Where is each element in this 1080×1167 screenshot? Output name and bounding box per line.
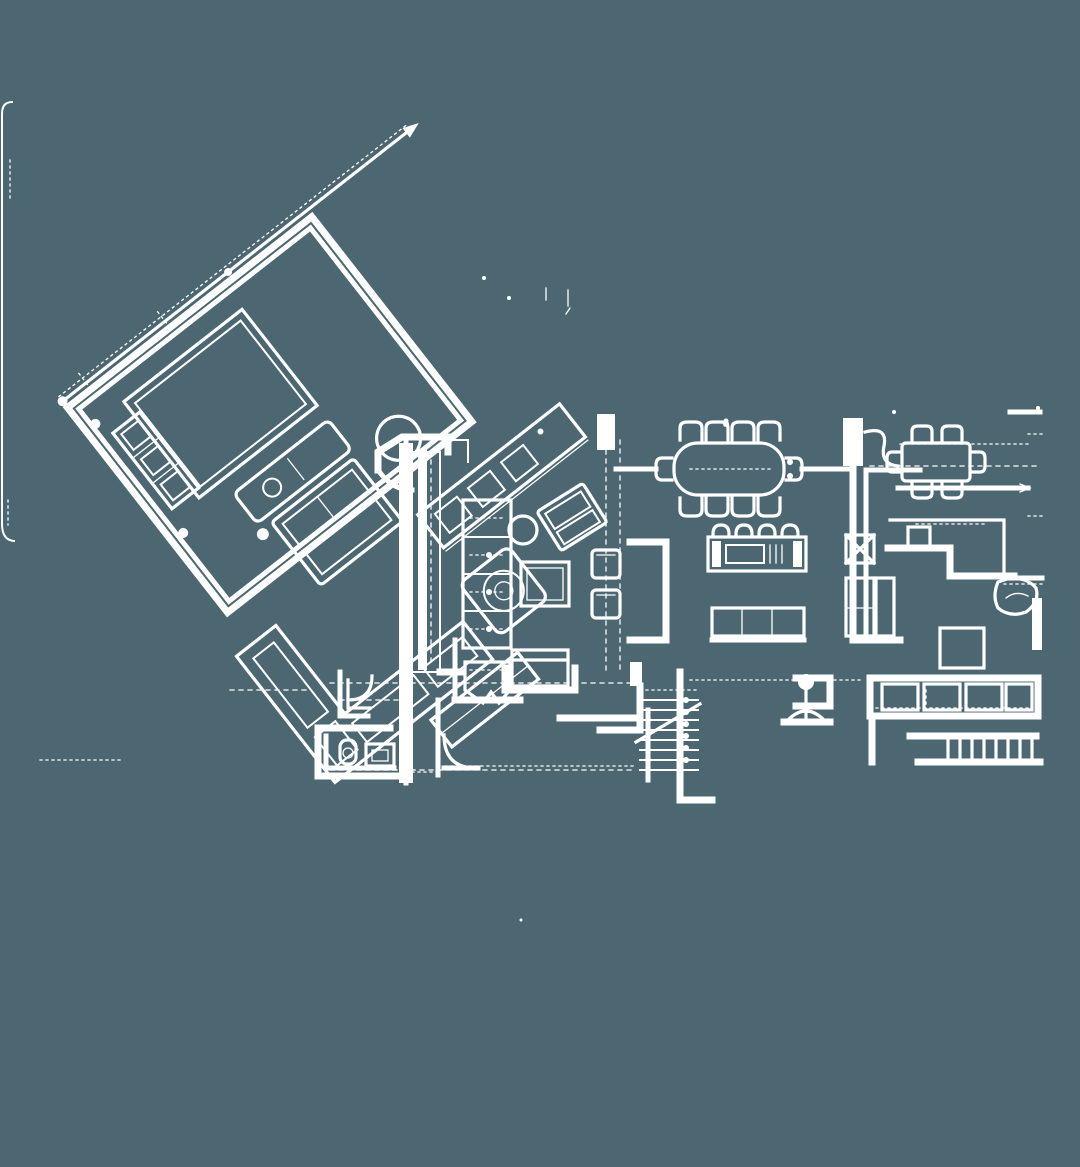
armchair-upper — [590, 548, 622, 580]
breakfast-table — [900, 441, 972, 483]
breakfast-chair — [910, 424, 934, 443]
dining-chair — [756, 420, 782, 442]
nightstand — [938, 626, 986, 670]
rotated-wing — [57, 123, 589, 785]
wing-fixture-dot — [256, 528, 269, 541]
bar-stool — [780, 523, 800, 536]
drawing-artifacts — [482, 276, 1040, 922]
bed-right — [866, 674, 1044, 766]
kitchen-island — [706, 523, 808, 573]
cooktop-x-symbol — [843, 532, 877, 566]
dining-chair — [730, 420, 756, 442]
living-room-furniture — [463, 482, 622, 706]
bed-slats — [946, 736, 1034, 764]
wing-fixture-dot — [90, 418, 101, 429]
breakfast-chair — [910, 481, 934, 500]
right-counter-run — [884, 518, 1045, 585]
closet — [337, 669, 374, 719]
side-chair — [993, 576, 1039, 616]
dining-table-group — [613, 420, 851, 518]
appliance-hose — [863, 429, 900, 468]
wing-exterior-walls — [62, 211, 477, 618]
round-side-table — [507, 514, 539, 546]
island-sink — [725, 544, 765, 564]
dining-chair — [678, 420, 704, 442]
lounge-chair-angled — [536, 482, 608, 552]
wing-vanity-counter — [234, 420, 351, 523]
dining-chair — [678, 496, 704, 518]
entry-notch — [374, 433, 469, 493]
pantry-cabinet — [874, 576, 896, 638]
powder-room — [314, 724, 441, 780]
wing-boundary-line — [57, 123, 419, 407]
wall-stubs — [39, 637, 834, 761]
door-swing-living — [441, 733, 481, 771]
wing-bed — [271, 458, 403, 586]
break-line — [633, 701, 703, 745]
built-in-shelving — [461, 498, 513, 650]
oval-dining-table — [672, 441, 786, 497]
dining-chair — [756, 496, 782, 518]
breakfast-chair — [970, 450, 987, 474]
bar-stool — [757, 523, 777, 536]
bar-stool — [734, 523, 754, 536]
terrace-edge — [0, 100, 16, 543]
bar-stool — [711, 523, 731, 536]
stair-treads — [639, 699, 699, 771]
wing-dimension-tick — [156, 310, 169, 326]
breakfast-table-group — [885, 424, 1032, 500]
dining-chair — [730, 496, 756, 518]
wing-appliance — [460, 547, 547, 635]
pantry-cabinet — [844, 576, 876, 638]
kitchen-lower-counter — [709, 606, 807, 643]
wall-panel — [1032, 598, 1042, 650]
kitchen-walls — [843, 418, 923, 644]
breakfast-chair — [940, 424, 964, 443]
central-spine-wall — [399, 440, 441, 786]
door-jamb — [597, 414, 615, 450]
breakfast-chair — [940, 481, 964, 500]
stair-core — [596, 668, 716, 804]
toilet-symbol — [338, 738, 358, 766]
wing-dimension-tick — [77, 372, 90, 387]
wing-wardrobe-run — [110, 409, 201, 512]
wing-fixture-dot — [178, 527, 189, 538]
doors-and-centerlines — [329, 409, 1043, 771]
square-coffee-table — [519, 560, 571, 608]
breakfast-chair — [885, 450, 902, 474]
door-jamb — [630, 662, 642, 686]
dining-chair — [704, 496, 730, 518]
living-room-walls — [329, 439, 670, 778]
vanity-sink — [364, 742, 396, 768]
three-seat-sofa — [501, 648, 579, 694]
